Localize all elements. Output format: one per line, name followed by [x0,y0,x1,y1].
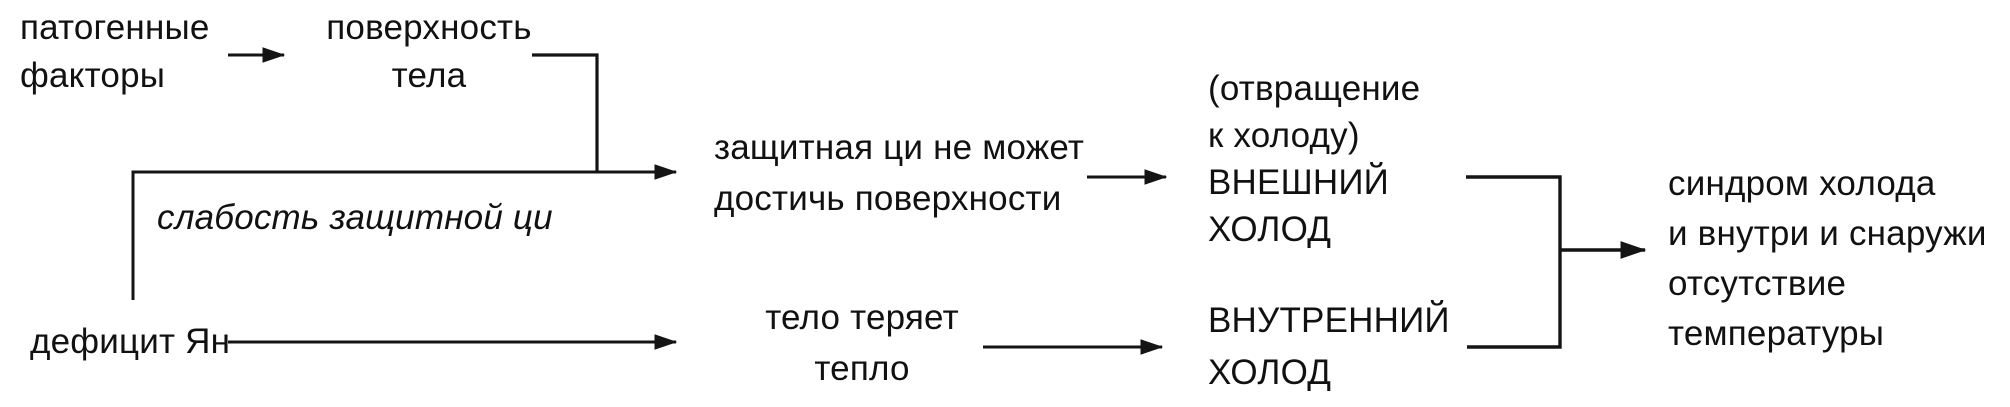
node-internal-cold: ВНУТРЕННИЙ ХОЛОД [1208,301,1450,392]
node-yang-deficiency: дефицит Ян [30,322,231,361]
connector-surface-down [532,53,599,171]
node-outcome-cold-syndrome: синдром холода и внутри и снаружи отсутс… [1668,164,1987,353]
edge-label-weak-defensive-qi: слабость защитной ци [157,198,553,237]
node-body-loses-heat: тело теряет тепло [765,298,959,388]
node-pathogenic-factors: патогенные факторы [20,8,210,95]
node-qi-cannot-reach-surface: защитная ци не может достичь поверхности [714,128,1085,218]
arrow-weak-qi-main [131,164,678,300]
bracket-cold-join [1466,175,1562,349]
node-body-surface: поверхность тела [326,8,532,95]
node-external-cold: (отвращение к холоду) ВНЕШНИЙ ХОЛОД [1208,69,1421,249]
